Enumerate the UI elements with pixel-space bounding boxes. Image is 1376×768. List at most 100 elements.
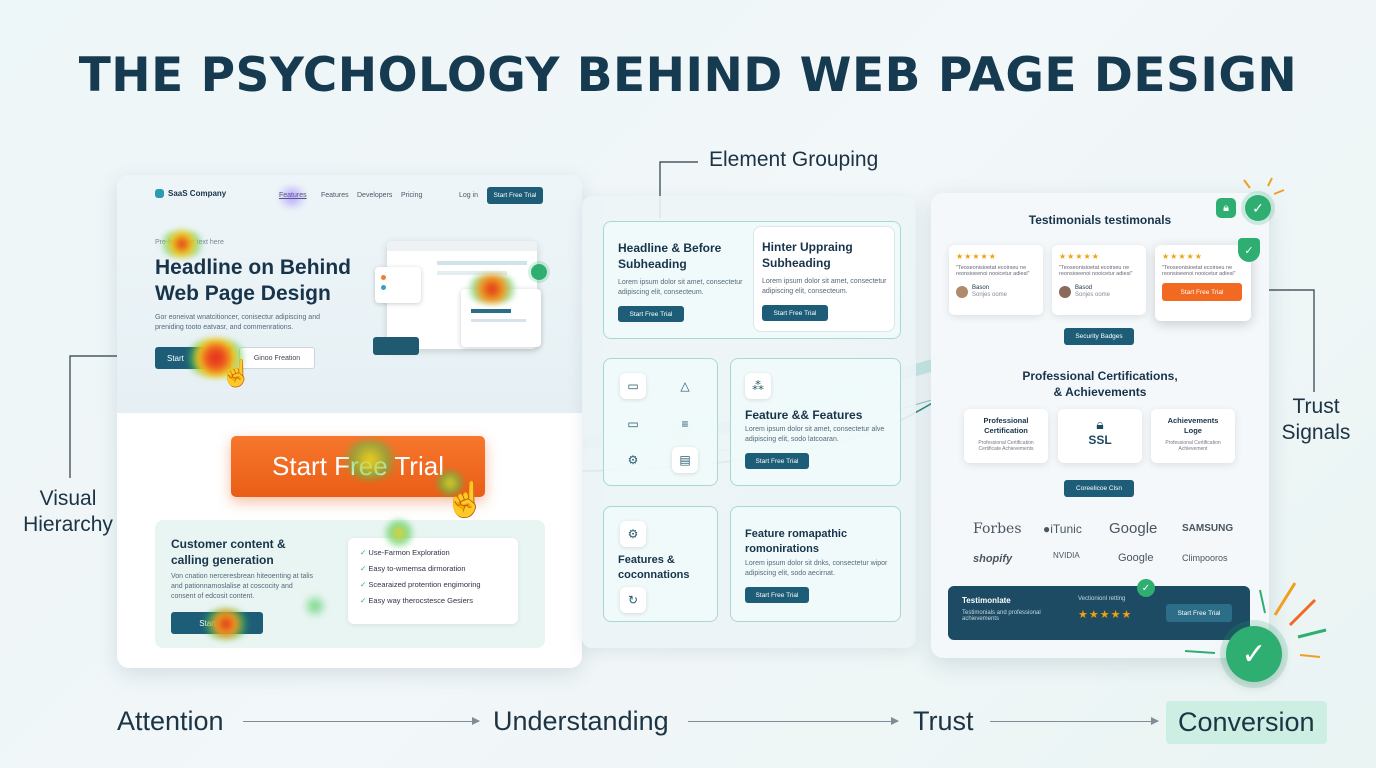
banner-stars: ★★★★★ [1078,609,1133,621]
testimonial-quote: "Teoseonisioetat ecoirseu ne reonsioeeno… [1162,265,1236,277]
grouping-card-romapathic: Feature romapathic romonirations Lorem i… [730,506,901,622]
shield-icon: ✓ [1238,238,1260,262]
testimonial-card-featured: ★★★★★ "Teoseonisioetat ecoirseu ne reons… [1155,245,1251,321]
hand-cursor-icon: ☝ [220,358,253,388]
checklist-item: ✓ Easy way therocstesce Gesiers [360,596,474,605]
logo-itunic: ●iTunic [1043,522,1082,536]
label-visual-hierarchy: Visual Hierarchy [23,487,113,537]
testimonial-quote: "Teoseonisioetat ecoirseu ne reonsioeeno… [956,265,1030,277]
apple-icon: ● [1043,522,1051,536]
banner-title: Testimonlate [962,596,1011,605]
customer-section: Customer content & calling generation Vo… [155,520,545,648]
lock-badge-icon: 🔒︎ [1216,198,1236,218]
check-icon: ✓ [360,564,367,573]
flow-arrow [990,717,1159,725]
conversion-check-icon: ✓ [1226,626,1282,682]
grouping-icon-card: ▭ △ ▭ ≡ ⚙ ▤ [603,358,718,486]
card-text: Lorem ipsum dolor sit dnks, consectetur … [745,560,888,578]
star-rating: ★★★★★ [956,252,997,261]
grouping-card-coconnations: ⚙ Features & coconnations ↻ [603,506,718,622]
flow-understanding: Understanding [493,706,669,736]
flow-attention: Attention [117,706,224,736]
card-title: Feature && Features [745,408,863,422]
check-small-icon: ✓ [1137,579,1155,597]
illustration-check-icon [531,264,547,280]
card-text: Lorem ipsum dolor sit amet, consectetur … [618,279,743,297]
network-icon: ⁂ [745,373,771,399]
testimonial-cta-button[interactable]: Start Free Trial [1162,283,1242,301]
logo-samsung: SAMSUNG [1182,523,1234,534]
security-badges-button[interactable]: Security Badges [1064,328,1134,345]
illustration-card [375,267,421,303]
logo-forbes: Forbes [973,521,1022,537]
testimonials-heading: Testimonials testimonals [1028,213,1172,227]
logo-google: Google [1109,520,1158,537]
check-icon: ✓ [360,596,367,605]
gear-icon: ⚙ [620,521,646,547]
customer-text: Von cnation nerceresbrean hiteoenting at… [171,573,314,601]
trust-signals-panel: Testimonials testimonals ★★★★★ "Teoseoni… [931,193,1269,658]
share-icon: △ [680,379,690,393]
hand-cursor-icon: ☝ [444,481,487,519]
nav-features[interactable]: Features [321,192,349,199]
nav-login[interactable]: Log in [459,192,479,199]
monitor-icon: ▭ [620,373,646,399]
card-cta-button[interactable]: Start Free Trial [745,453,809,469]
mockup-logo[interactable]: SaaS Company [155,189,226,198]
celebration-burst-icon [1184,582,1327,658]
card-title: Hinter Uppraing Subheading [762,240,853,271]
nav-cta-button[interactable]: Start Free Trial [487,187,543,204]
nav-developers[interactable]: Developers [357,192,393,199]
banner-cta-button[interactable]: Start Free Trial [1166,604,1232,622]
check-badge-icon: ✓ [1245,195,1271,221]
check-icon: ✓ [360,548,367,557]
testimonial-banner: Testimonlate Testimonials and profession… [948,586,1250,640]
check-icon: ✓ [360,580,367,589]
document-icon: ▤ [672,447,698,473]
hero-subtext: Gor eoneivat wnatcitioncer, conisectur a… [155,314,320,332]
settings-icon: ⚙ [627,453,639,467]
star-rating: ★★★★★ [1059,252,1100,261]
eyebrow-text: Pre-headline text here [155,239,224,246]
hero-headline: Headline on Behind Web Page Design [155,256,352,306]
avatar [956,286,968,299]
checklist-item: ✓ Easy to-wmemsa dirmoration [360,564,466,573]
card-cta-button[interactable]: Start Free Trial [745,587,809,603]
testimonial-card: ★★★★★ "Teoseonisioetat ecoirseu ne reons… [949,245,1043,315]
card-cta-button[interactable]: Start Free Trial [762,305,828,321]
logo-google-small: Google [1118,552,1154,564]
avatar [1059,286,1071,299]
card-title: Headline & Before Subheading [618,241,722,272]
flow-arrow [243,717,480,725]
certifications-button[interactable]: Coreelicoe Clsn [1064,480,1134,497]
illustration-chart [373,337,419,355]
ssl-badge: 🔒︎ SSL [1058,409,1142,463]
logo-nvidia: NVIDIA [1053,551,1080,560]
nav-features-active[interactable]: Features [279,192,307,199]
grouping-card-subheading: Hinter Uppraing Subheading Lorem ipsum d… [753,226,895,332]
checklist: ✓ Use-Farmon Exploration ✓ Easy to-wmems… [348,538,518,624]
logo-climpooros: Climpooros [1182,553,1228,563]
customer-start-button[interactable]: Start Free [171,612,263,634]
flow-conversion: Conversion [1166,701,1327,744]
card-title: Feature romapathic romonirations [745,528,848,555]
card-cta-button[interactable]: Start Free Trial [618,306,684,322]
logo-shopify: shopify [973,553,1013,565]
screen-icon: ▭ [627,417,639,431]
nav-pricing[interactable]: Pricing [401,192,423,199]
card-text: Lorem ipsum dolor sit amet, consectetur … [745,426,885,444]
label-trust-signals: Trust Signals [1281,395,1351,445]
card-title: Features & coconnations [618,554,690,581]
page-title: THE PSYCHOLOGY BEHIND WEB PAGE DESIGN [78,48,1298,103]
flow-trust: Trust [913,706,974,736]
customer-heading: Customer content & calling generation [171,537,286,568]
checklist-item: ✓ Use-Farmon Exploration [360,548,450,557]
testimonial-quote: "Teoseonisioetat ecoirseu ne reonsioeeno… [1059,265,1133,277]
sparkle-lines-icon [1243,177,1285,195]
star-rating: ★★★★★ [1162,252,1203,261]
refresh-icon: ↻ [620,587,646,613]
flow-arrow [688,717,899,725]
certifications-heading: Professional Certifications, & Achieveme… [1022,369,1178,399]
logo-icon [155,189,164,198]
layers-icon: ≡ [681,417,689,431]
